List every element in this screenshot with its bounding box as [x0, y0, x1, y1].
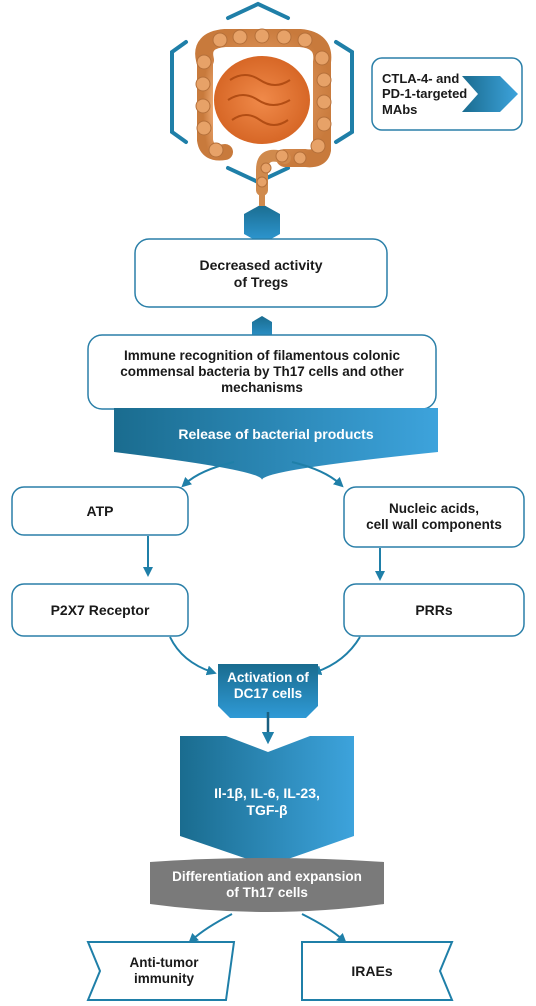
therapy-label: CTLA-4- and PD-1-targeted MAbs — [382, 70, 468, 117]
iraes-label: IRAEs — [351, 962, 393, 979]
tregs-box — [134, 238, 388, 308]
arrow-to-iraes — [301, 913, 347, 944]
p2x7-label: P2X7 Receptor — [50, 601, 150, 618]
iraes-box — [301, 941, 454, 1001]
release-label: Release of bacterial products — [178, 425, 374, 442]
differentiation-banner — [150, 858, 384, 912]
atp-label: ATP — [86, 502, 114, 519]
tregs-label: Decreased activity of Tregs — [199, 257, 323, 290]
atp-box — [11, 486, 189, 536]
arrow-to-antitumor — [188, 913, 233, 944]
arrow-to-nucleic — [291, 461, 344, 488]
arrow-p2x7-dc17 — [169, 636, 217, 676]
prrs-box — [343, 583, 525, 637]
arrow-to-atp — [181, 461, 235, 488]
differentiation-label: Differentiation and expansion of Th17 ce… — [172, 868, 362, 900]
nucleic-box — [343, 486, 525, 548]
cytokines-label: Il-1β, IL-6, IL-23, TGF-β — [214, 785, 320, 818]
dc17-shape — [218, 664, 318, 718]
colon-illustration — [195, 28, 332, 196]
arrow-prrs-dc17 — [311, 636, 361, 676]
nucleic-label: Nucleic acids, cell wall components — [366, 500, 502, 532]
recognition-label: Immune recognition of filamentous coloni… — [120, 347, 404, 396]
connector-hexagon-icon — [244, 204, 280, 244]
release-ribbon — [114, 408, 438, 480]
dc17-label: Activation of DC17 cells — [227, 669, 309, 701]
p2x7-box — [11, 583, 189, 637]
therapy-tag — [371, 57, 523, 131]
antitumor-box — [86, 941, 236, 1001]
antitumor-label: Anti-tumor immunity — [129, 954, 199, 986]
cytokine-chevron — [180, 736, 354, 866]
hexagon-icon — [462, 76, 518, 112]
prrs-label: PRRs — [415, 601, 453, 618]
